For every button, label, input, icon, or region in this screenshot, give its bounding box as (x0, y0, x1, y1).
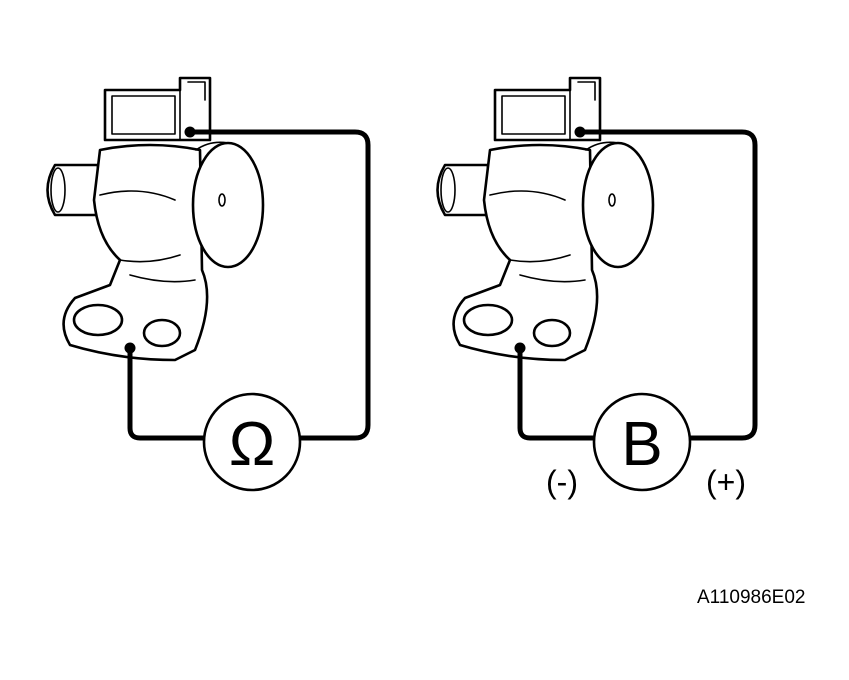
ohmmeter-symbol: Ω (229, 410, 275, 479)
battery-icon (592, 392, 692, 492)
terminal-point (184, 126, 196, 138)
battery-lead-negative (517, 345, 598, 441)
terminal-point (574, 126, 586, 138)
figure-reference-code: A110986E02 (697, 587, 806, 608)
ohmmeter-lead-positive (187, 129, 371, 441)
ground-point (124, 342, 136, 354)
battery-symbol: B (621, 410, 662, 479)
solenoid-valve-icon (436, 76, 655, 362)
ohmmeter-test: Ω (46, 76, 371, 492)
battery-lead-positive (577, 129, 758, 441)
battery-test: B (-) (+) (436, 76, 758, 500)
ground-point (514, 342, 526, 354)
ohmmeter-lead-body (127, 345, 208, 441)
ohmmeter-icon (202, 392, 302, 492)
positive-label: (+) (706, 464, 746, 500)
negative-label: (-) (546, 464, 578, 500)
solenoid-valve-icon (46, 76, 265, 362)
